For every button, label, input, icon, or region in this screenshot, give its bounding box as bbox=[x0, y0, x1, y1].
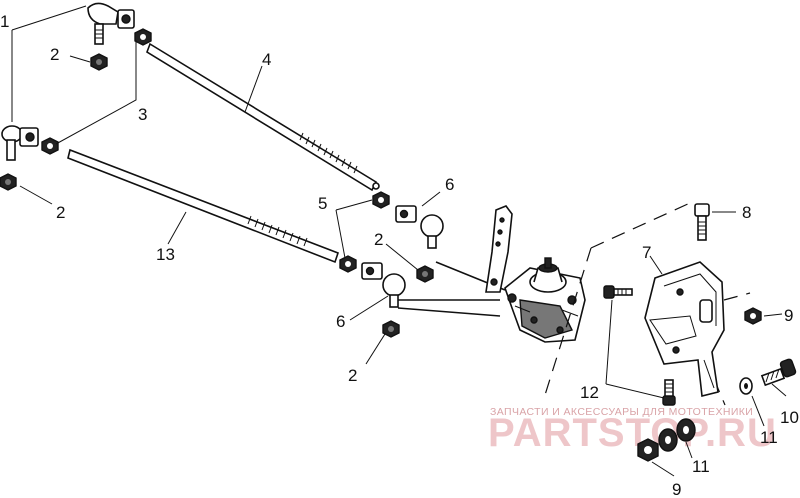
shift-lever-arm bbox=[485, 205, 513, 293]
washers-11-bottom bbox=[658, 418, 696, 452]
callout-1: 1 bbox=[0, 12, 9, 31]
ball-joint-6-upper bbox=[395, 205, 444, 249]
nut-9-right bbox=[744, 307, 762, 325]
nut-5-upper bbox=[372, 191, 390, 209]
bolt-12-upper bbox=[603, 285, 633, 299]
callout-2-bottom: 2 bbox=[348, 366, 357, 385]
watermark: ЗАПЧАСТИ И АКСЕССУАРЫ ДЛЯ МОТОТЕХНИКИ PA… bbox=[488, 406, 777, 455]
callout-9-right: 9 bbox=[784, 306, 793, 325]
nut-2-shifter bbox=[416, 265, 434, 283]
rod-thread-upper bbox=[299, 132, 358, 174]
nut-3-top bbox=[134, 28, 152, 46]
callout-5: 5 bbox=[318, 194, 327, 213]
callout-4: 4 bbox=[262, 50, 271, 69]
rod-thread-lower bbox=[247, 215, 308, 247]
bolt-12-lower bbox=[662, 379, 676, 406]
callouts: 1 2 3 4 2 13 5 6 2 6 2 7 8 9 12 10 11 11… bbox=[0, 12, 799, 498]
callout-10: 10 bbox=[780, 408, 799, 427]
nut-9-bottom bbox=[637, 438, 659, 462]
nut-2-bottom bbox=[382, 320, 400, 338]
bolt-8 bbox=[694, 203, 710, 241]
callout-6-upper: 6 bbox=[445, 175, 454, 194]
nut-3-mid bbox=[41, 137, 59, 155]
watermark-brand: PARTSTOP.RU bbox=[488, 411, 777, 455]
callout-12: 12 bbox=[580, 383, 599, 402]
callout-6-lower: 6 bbox=[336, 312, 345, 331]
watermark-caption: ЗАПЧАСТИ И АКСЕССУАРЫ ДЛЯ МОТОТЕХНИКИ bbox=[490, 406, 753, 418]
ball-joint-upper-left bbox=[87, 2, 135, 45]
callout-8: 8 bbox=[742, 203, 751, 222]
bolt-10 bbox=[760, 358, 797, 387]
nut-5-lower bbox=[339, 255, 357, 273]
callout-7: 7 bbox=[642, 243, 651, 262]
callout-2-shifter: 2 bbox=[374, 230, 383, 249]
ball-joint-6-lower bbox=[361, 262, 406, 308]
shifter-housing bbox=[504, 257, 586, 343]
nut-2-top bbox=[90, 53, 108, 71]
mounting-bracket bbox=[644, 261, 725, 397]
tie-rod-lower bbox=[67, 148, 340, 264]
callout-2-top: 2 bbox=[50, 45, 59, 64]
washer-11-right bbox=[739, 377, 753, 395]
tie-rod-upper bbox=[146, 42, 380, 192]
callout-9-bottom: 9 bbox=[672, 480, 681, 498]
callout-3: 3 bbox=[138, 105, 147, 124]
callout-11-right: 11 bbox=[760, 428, 778, 447]
callout-11-bottom: 11 bbox=[692, 457, 710, 476]
callout-13: 13 bbox=[156, 245, 175, 264]
leader-lines bbox=[11, 5, 787, 477]
ball-joint-lower-left bbox=[1, 125, 39, 161]
callout-2-left: 2 bbox=[56, 203, 65, 222]
nut-2-left bbox=[0, 173, 17, 191]
